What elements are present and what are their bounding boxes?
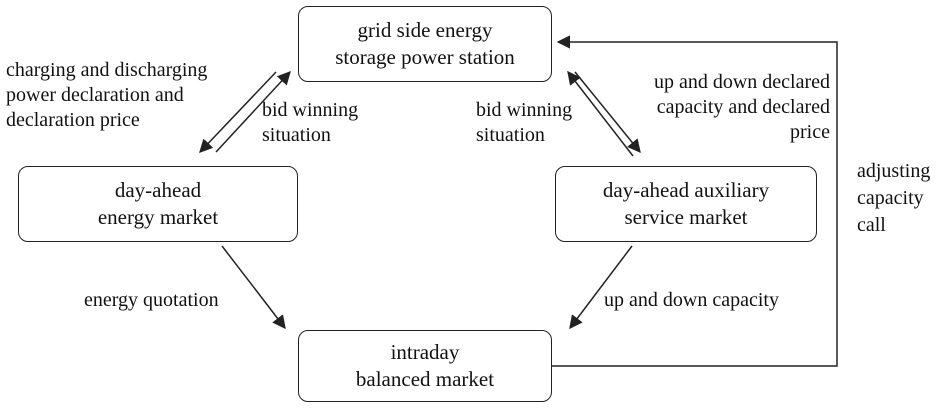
node-intraday-line1: intraday [390,340,460,364]
label-bid-left-line2: situation [262,124,331,146]
label-updown-declared-line2: capacity and declared [656,96,830,118]
label-bid-right-line2: situation [476,124,545,146]
arrow-aux-market-to-station [567,70,634,157]
label-adjusting-line2: capacity [857,187,924,209]
label-updown-capacity: up and down capacity [604,288,779,313]
label-charging-line2: power declaration and [6,84,184,106]
arrow-station-to-aux-market [574,71,641,154]
node-aux-market: day-ahead auxiliary service market [555,166,817,242]
arrow-intraday-to-station [552,35,838,367]
label-updown-declared: up and down declared capacity and declar… [612,70,830,145]
label-bid-winning-right: bid winning situation [476,98,572,148]
arrow-energy-market-to-station [215,71,291,153]
label-updown-capacity-text: up and down capacity [604,289,779,311]
label-energy-quotation: energy quotation [84,288,219,313]
node-aux-market-line2: service market [624,205,748,229]
label-bid-winning-left: bid winning situation [262,98,358,148]
label-bid-right-line1: bid winning [476,99,573,121]
label-adjusting-line1: adjusting [857,160,931,182]
label-charging-line1: charging and discharging [6,59,208,81]
node-intraday: intraday balanced market [298,330,552,402]
label-energy-quotation-text: energy quotation [84,289,219,311]
label-updown-declared-line1: up and down declared [653,71,830,93]
node-aux-market-line1: day-ahead auxiliary [602,178,770,202]
arrow-energy-market-to-intraday [221,245,286,330]
label-charging-declaration: charging and discharging power declarati… [6,58,207,133]
arrow-aux-market-to-intraday [569,245,633,330]
label-adjusting-line3: call [857,214,886,236]
node-energy-market: day-ahead energy market [18,166,298,242]
label-updown-declared-line3: price [790,121,830,143]
node-energy-market-line1: day-ahead [114,178,202,202]
node-energy-market-line2: energy market [97,205,219,229]
arrow-station-to-energy-market [199,71,277,153]
node-grid-station-line2: storage power station [335,45,515,69]
node-grid-station-line1: grid side energy [357,18,493,42]
node-grid-station: grid side energy storage power station [298,6,552,82]
node-intraday-line2: balanced market [355,367,495,391]
label-adjusting-capacity: adjusting capacity call [857,158,930,239]
label-bid-left-line1: bid winning [262,99,359,121]
label-charging-line3: declaration price [6,109,140,131]
